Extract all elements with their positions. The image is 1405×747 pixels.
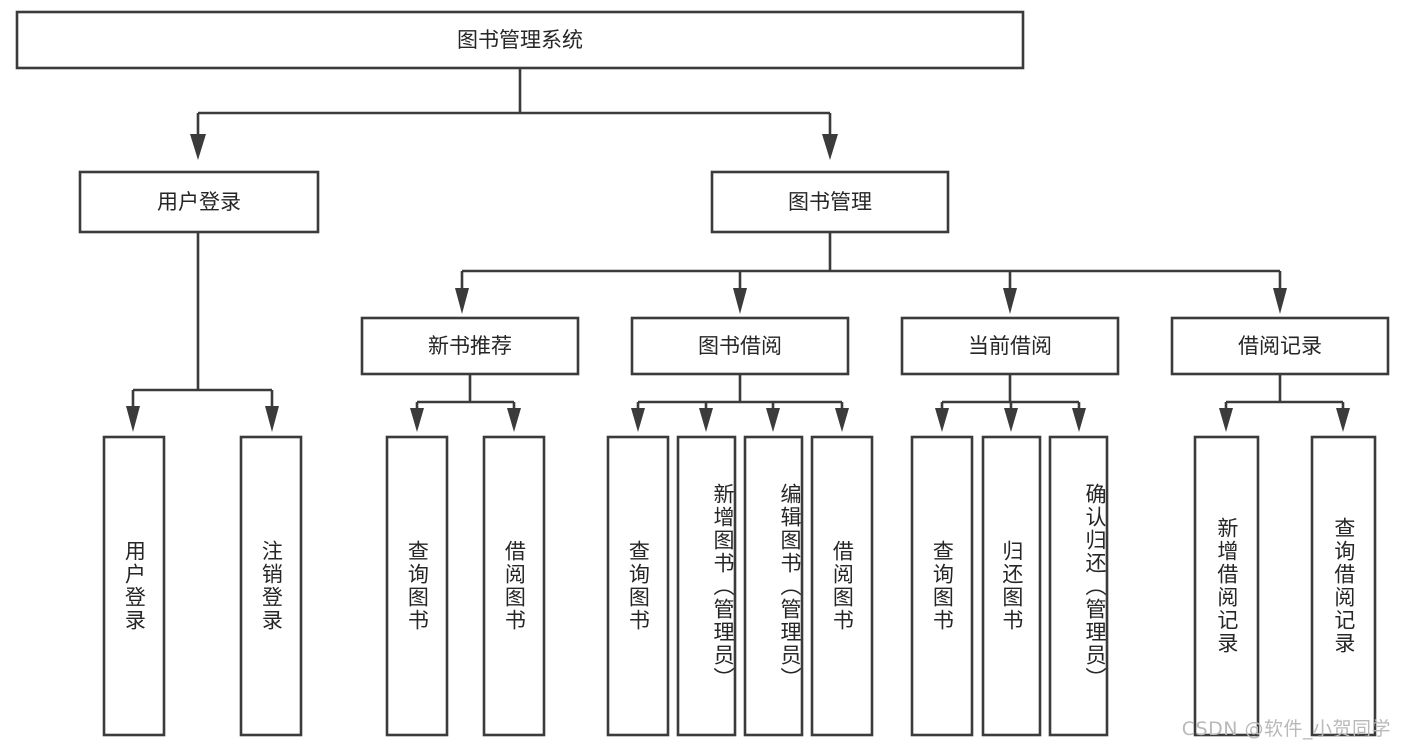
arrowhead-borrow-record <box>1273 288 1287 314</box>
node-book-manage[interactable]: 图书管理 <box>710 170 950 234</box>
node-book-borrow-label: 图书借阅 <box>698 334 782 358</box>
node-book-borrow-rect[interactable] <box>630 316 850 376</box>
arrowhead-current-borrow <box>1003 288 1017 314</box>
watermark-text: CSDN @软件_小贺同学 <box>1181 718 1391 740</box>
node-borrow-record-rect[interactable] <box>1170 316 1390 376</box>
node-leaf-add-record-rect[interactable] <box>1193 435 1260 737</box>
node-leaf-user-login-rect[interactable] <box>102 435 166 737</box>
node-leaf-edit-book-rect[interactable] <box>743 435 804 737</box>
arrowhead-leaf-query-record <box>1336 408 1350 432</box>
node-leaf-borrow-book-1-rect[interactable] <box>482 435 546 737</box>
arrowhead-leaf-query-book-1 <box>410 408 424 432</box>
arrowhead-leaf-add-book <box>699 408 713 432</box>
node-root[interactable]: 图书管理系统 <box>15 10 1025 70</box>
node-book-manage-rect[interactable] <box>710 170 950 234</box>
node-leaf-query-record-rect[interactable] <box>1310 435 1377 737</box>
node-leaf-borrow-book-2-rect[interactable] <box>810 435 874 737</box>
node-new-book-recommend-label: 新书推荐 <box>428 334 512 358</box>
arrowhead-book-manage <box>822 134 838 160</box>
node-current-borrow-label: 当前借阅 <box>968 334 1052 358</box>
arrowhead-leaf-return-book <box>1004 408 1018 432</box>
node-book-borrow[interactable]: 图书借阅 <box>630 316 850 376</box>
arrowhead-book-borrow <box>733 288 747 314</box>
node-leaf-confirm-return-rect[interactable] <box>1048 435 1109 737</box>
arrowhead-new-book-recommend <box>455 288 469 314</box>
node-root-rect[interactable] <box>15 10 1025 70</box>
connector-layer <box>126 68 1350 432</box>
arrowhead-leaf-user-login <box>126 406 140 432</box>
node-new-book-recommend-rect[interactable] <box>360 316 580 376</box>
node-new-book-recommend[interactable]: 新书推荐 <box>360 316 580 376</box>
arrowhead-leaf-borrow-book-2 <box>835 408 849 432</box>
arrowhead-leaf-query-book-2 <box>631 408 645 432</box>
node-leaf-add-book-rect[interactable] <box>676 435 737 737</box>
arrowhead-leaf-edit-book <box>766 408 780 432</box>
arrowhead-leaf-logout <box>265 406 279 432</box>
node-user-login[interactable]: 用户登录 <box>78 170 320 234</box>
arrowhead-leaf-add-record <box>1219 408 1233 432</box>
node-layer: 图书管理系统 用户登录 图书管理 新书推荐 图书借阅 当前 <box>15 10 1390 737</box>
node-leaf-logout-rect[interactable] <box>239 435 303 737</box>
node-user-login-label: 用户登录 <box>157 190 241 214</box>
node-current-borrow-rect[interactable] <box>900 316 1120 376</box>
arrowhead-leaf-query-book-3 <box>935 408 949 432</box>
node-user-login-rect[interactable] <box>78 170 320 234</box>
node-root-label: 图书管理系统 <box>457 28 583 52</box>
node-borrow-record[interactable]: 借阅记录 <box>1170 316 1390 376</box>
node-leaf-query-book-3-rect[interactable] <box>910 435 974 737</box>
arrowhead-leaf-borrow-book-1 <box>507 408 521 432</box>
node-book-manage-label: 图书管理 <box>788 190 872 214</box>
arrowhead-user-login <box>190 134 206 160</box>
node-leaf-query-book-1-rect[interactable] <box>385 435 449 737</box>
node-current-borrow[interactable]: 当前借阅 <box>900 316 1120 376</box>
node-leaf-query-book-2-rect[interactable] <box>606 435 670 737</box>
node-borrow-record-label: 借阅记录 <box>1238 334 1322 358</box>
node-leaf-return-book-rect[interactable] <box>981 435 1042 737</box>
arrowhead-leaf-confirm-return <box>1072 408 1086 432</box>
